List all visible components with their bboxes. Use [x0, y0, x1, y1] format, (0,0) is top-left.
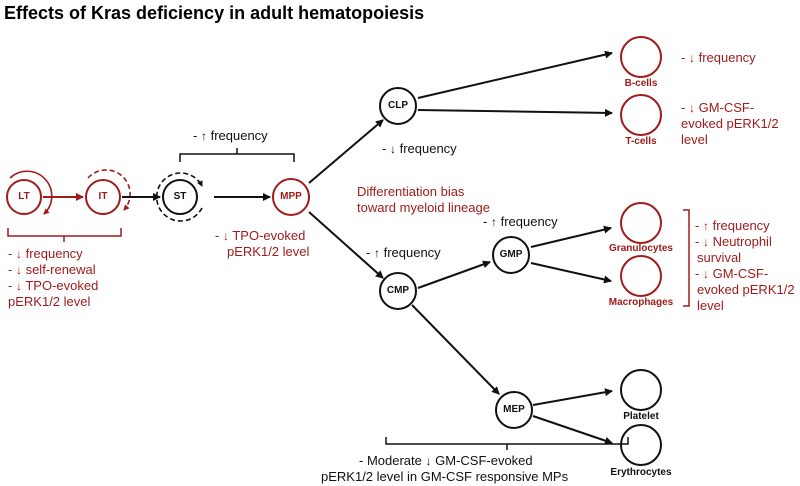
- cmp-node: [379, 272, 417, 310]
- arrow-mep-erythrocytes: [532, 415, 613, 445]
- down-arrow-icon: ↓: [702, 235, 709, 249]
- granulocytes-circle: [620, 202, 662, 244]
- lt-it-perk-note: pERK1/2 level: [8, 294, 91, 309]
- granulocytes-label: Granulocytes: [609, 243, 673, 254]
- cmp-label: CMP: [386, 285, 410, 296]
- down-arrow-icon: ↓: [702, 267, 709, 281]
- down-arrow-icon: ↓: [688, 51, 695, 65]
- st-label: ST: [173, 191, 187, 202]
- erythrocytes-circle: [620, 424, 662, 466]
- mep-label: MEP: [503, 404, 525, 415]
- cmp-frequency-note: - ↑ frequency: [366, 245, 441, 260]
- it-node: [85, 179, 121, 215]
- down-arrow-icon: ↓: [15, 263, 22, 277]
- up-arrow-icon: ↑: [702, 219, 709, 233]
- st-mpp-frequency-note: - ↑ frequency: [193, 128, 268, 143]
- platelet-label: Platelet: [623, 411, 659, 422]
- mep-responsive-note: pERK1/2 level in GM-CSF responsive MPs: [321, 469, 569, 484]
- down-arrow-icon: ↓: [222, 229, 229, 243]
- page-title: Effects of Kras deficiency in adult hema…: [4, 3, 425, 23]
- arrow-cmp-mep: [411, 304, 500, 395]
- arrow-clp-bcells: [417, 50, 613, 99]
- arrow-gmp-granulocytes: [530, 225, 612, 248]
- clp-label: CLP: [388, 100, 408, 111]
- it-self-renewal-loop: [87, 169, 131, 211]
- lt-node: [6, 179, 42, 215]
- it-label: IT: [98, 191, 108, 202]
- macrophages-label: Macrophages: [608, 297, 674, 308]
- up-arrow-icon: ↑: [373, 246, 380, 260]
- down-arrow-icon: ↓: [688, 101, 695, 115]
- gmp-label: GMP: [499, 249, 523, 260]
- tcells-perk-note: evoked pERK1/2: [681, 116, 779, 131]
- clp-frequency-note: - ↓ frequency: [382, 141, 457, 156]
- lt-self-renewal-loop: [9, 170, 53, 215]
- myeloid-perk-note: evoked pERK1/2: [697, 282, 795, 297]
- myeloid-neutrophil-note: - ↓ Neutrophil: [695, 234, 772, 249]
- arrow-mpp-clp: [308, 119, 384, 184]
- bracket-lt-it: [7, 228, 122, 242]
- tcells-level-note: level: [681, 132, 708, 147]
- down-arrow-icon: ↓: [15, 247, 22, 261]
- down-arrow-icon: ↓: [425, 454, 432, 468]
- gmp-frequency-note: - ↑ frequency: [483, 214, 558, 229]
- bcells-circle: [620, 36, 662, 78]
- arrow-gmp-macrophages: [530, 262, 612, 284]
- arrow-mpp-cmp: [308, 211, 384, 279]
- mpp-tpo-note: - ↓ TPO-evoked: [215, 228, 306, 243]
- myeloid-frequency-note: - ↑ frequency: [695, 218, 770, 233]
- mep-node: [495, 391, 533, 429]
- bracket-mep-bottom: [385, 437, 629, 450]
- platelet-circle: [620, 369, 662, 411]
- mpp-node: [272, 178, 310, 216]
- macrophages-circle: [620, 255, 662, 297]
- tcells-gmcsf-note: - ↓ GM-CSF-: [681, 100, 755, 115]
- mpp-label: MPP: [280, 191, 302, 202]
- gmp-node: [492, 236, 530, 274]
- arrow-cmp-gmp: [417, 260, 491, 289]
- differentiation-bias-line2: toward myeloid lineage: [357, 200, 490, 215]
- bracket-st-mpp: [179, 148, 295, 162]
- myeloid-level-note: level: [697, 298, 724, 313]
- st-node: [162, 179, 198, 215]
- up-arrow-icon: ↑: [200, 129, 207, 143]
- bracket-myeloid: [683, 209, 690, 307]
- lt-it-self-renewal-note: - ↓ self-renewal: [8, 262, 96, 277]
- tcells-circle: [620, 94, 662, 136]
- mep-moderate-note: - Moderate ↓ GM-CSF-evoked: [359, 453, 533, 468]
- lt-label: LT: [18, 191, 30, 202]
- lt-it-frequency-note: - ↓ frequency: [8, 246, 83, 261]
- st-self-renewal-loop: [155, 172, 203, 222]
- up-arrow-icon: ↑: [490, 215, 497, 229]
- clp-node: [379, 87, 417, 125]
- mpp-perk-note: pERK1/2 level: [227, 244, 310, 259]
- down-arrow-icon: ↓: [15, 279, 22, 293]
- myeloid-survival-note: survival: [697, 250, 742, 265]
- erythrocytes-label: Erythrocytes: [610, 467, 672, 478]
- tcells-label: T-cells: [625, 136, 657, 147]
- arrow-mep-platelet: [532, 388, 613, 406]
- lt-it-tpo-note: - ↓ TPO-evoked: [8, 278, 99, 293]
- bcells-frequency-note: - ↓ frequency: [681, 50, 756, 65]
- myeloid-gmcsf-note: - ↓ GM-CSF-: [695, 266, 769, 281]
- differentiation-bias-line1: Differentiation bias: [357, 184, 465, 199]
- down-arrow-icon: ↓: [389, 142, 396, 156]
- bcells-label: B-cells: [624, 78, 658, 89]
- arrow-clp-tcells: [417, 108, 613, 117]
